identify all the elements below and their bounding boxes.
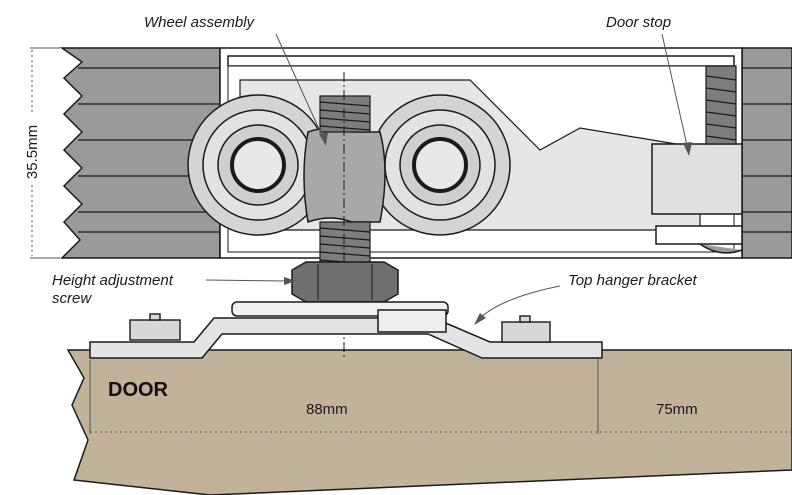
wheel-assembly (187, 72, 701, 360)
width-right-label: 75mm (656, 401, 698, 418)
width-left-label: 88mm (306, 401, 348, 418)
height-adjustment-label-line1: Height adjustment (52, 272, 174, 289)
door-label: DOOR (108, 379, 169, 401)
threaded-rod (319, 95, 371, 267)
height-adjustment-nut (291, 261, 399, 303)
left-wheel (187, 94, 329, 236)
top-hanger-bracket (89, 301, 603, 359)
wheel-assembly-label: Wheel assembly (144, 14, 256, 31)
door (66, 349, 792, 495)
top-hanger-bracket-label: Top hanger bracket (568, 272, 698, 289)
right-wheel (369, 94, 511, 236)
door-stop (651, 65, 743, 254)
track-height-label: 35.5mm (24, 125, 41, 179)
door-stop-label: Door stop (606, 14, 671, 31)
height-dimension: 35.5mm (22, 47, 60, 259)
annotations: Wheel assembly Door stop Height adjustme… (52, 14, 698, 325)
height-adjustment-label-line2: screw (52, 290, 92, 307)
